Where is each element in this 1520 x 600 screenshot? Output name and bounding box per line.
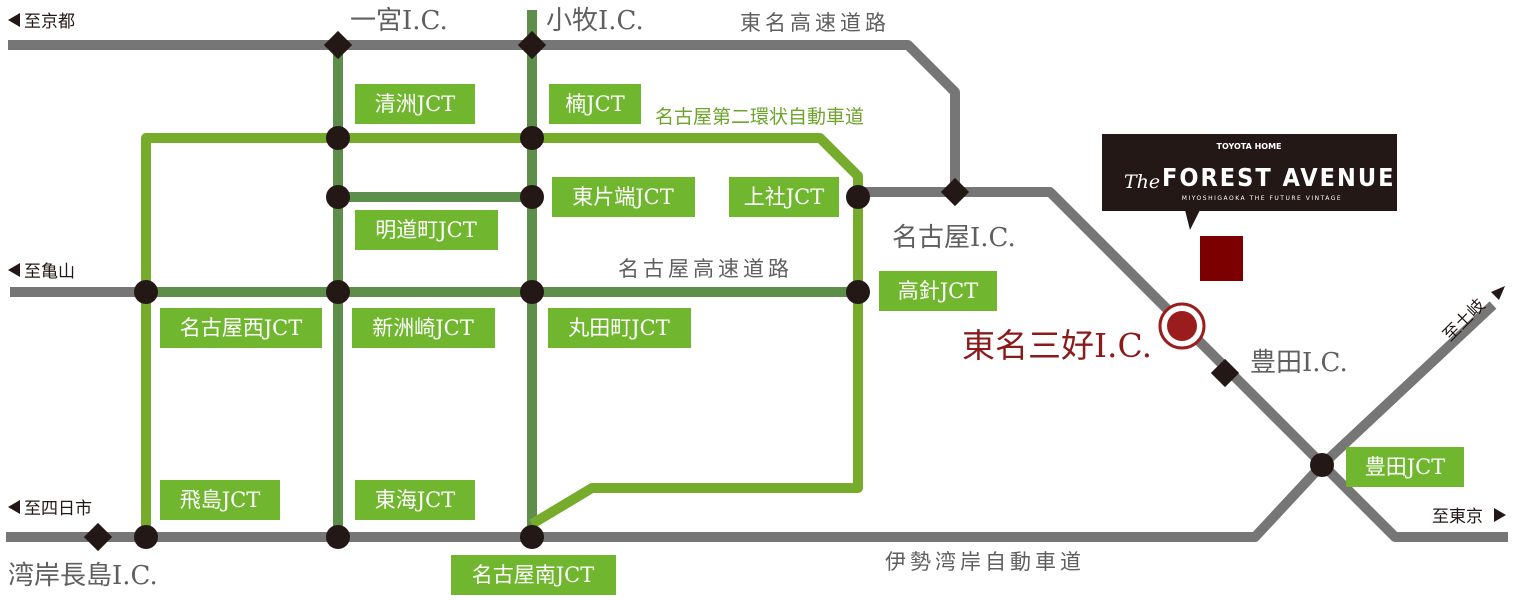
tobishima-jct-label: 飛島JCT: [180, 488, 261, 512]
kameyama-direction-arrow: [8, 263, 20, 277]
higashikatahata-jct-box: [552, 177, 695, 217]
kameyama-direction-label: 至亀山: [24, 262, 75, 282]
toki-direction-arrow: [1491, 286, 1505, 300]
toki-expressway-line: [1318, 301, 1497, 469]
isewangan-expressway-label: 伊勢湾岸自動車道: [885, 550, 1085, 574]
tomei-expressway-label: 東名高速道路: [740, 11, 890, 35]
nagoya-2nd-ring-line: [141, 133, 863, 537]
tomei-miyoshi-ic-dot: [1167, 311, 1197, 341]
yokkaichi-direction-arrow: [8, 500, 20, 514]
forest-avenue-logo: TOYOTA HOME The FOREST AVENUE MIYOSHIGAO…: [1102, 134, 1397, 230]
nagoya-nishi-jct-box: [160, 308, 322, 348]
wangan-nagashima-ic-marker: [83, 522, 113, 552]
nagoya-ic-label: 名古屋I.C.: [892, 223, 1016, 253]
toyota-jct-box: [1346, 447, 1464, 487]
meidocho-jct-box: [355, 210, 498, 250]
kusunoki-jct-box: [549, 84, 641, 124]
takabari-jct-dot: [846, 280, 870, 304]
tobishima-jct-box: [160, 480, 280, 520]
kyoto-direction-label: 至京都: [24, 12, 75, 32]
marutamachi-jct-dot: [520, 280, 544, 304]
kiyosu-jct-dot: [326, 126, 350, 150]
komaki-ic-marker: [517, 30, 547, 60]
toyota-ic-marker: [1210, 358, 1240, 388]
nagoya-minami-jct-label: 名古屋南JCT: [472, 563, 595, 587]
komaki-ic-label: 小牧I.C.: [546, 6, 644, 36]
nagoya-minami-jct-box: [451, 555, 616, 595]
nagoya-2nd-ring-label: 名古屋第二環状自動車道: [655, 106, 864, 128]
tomei-expressway-line: [8, 40, 1508, 542]
kamiyashiro-jct-box: [729, 177, 839, 217]
shinsuzaki-jct-label: 新洲崎JCT: [372, 316, 474, 340]
nagoya-ic-marker: [940, 177, 970, 207]
shinsuzaki-jct-dot: [326, 280, 350, 304]
kamiyashiro-jct-dot: [846, 185, 870, 209]
nagoya-nishi-jct-dot: [134, 280, 158, 304]
higashikatahata-jct-label: 東片端JCT: [572, 185, 674, 209]
logo-the: The: [1124, 171, 1160, 193]
isewangan-expressway-line: [6, 461, 1326, 542]
tokai-jct-label: 東海JCT: [375, 488, 456, 512]
logo-name: FOREST AVENUE: [1162, 163, 1395, 192]
tokyo-direction-label: 至東京: [1432, 507, 1483, 527]
kusunoki-jct-dot: [520, 126, 544, 150]
ichinomiya-ic-label: 一宮I.C.: [350, 6, 448, 36]
meidocho-jct-label: 明道町JCT: [375, 218, 477, 242]
meidocho-jct-dot: [326, 185, 350, 209]
site-location-marker: [1200, 236, 1243, 281]
tokyo-direction-arrow: [1494, 508, 1506, 522]
nagoya-nishi-jct-label: 名古屋西JCT: [180, 316, 303, 340]
toyota-jct-dot: [1310, 453, 1334, 477]
logo-tagline: MIYOSHIGAOKA THE FUTURE VINTAGE: [1182, 195, 1342, 202]
ichinomiya-ic-marker: [323, 30, 353, 60]
logo-brand-top: TOYOTA HOME: [1216, 142, 1281, 151]
tokai-jct-dot: [326, 525, 350, 549]
kusunoki-jct-label: 楠JCT: [565, 92, 625, 116]
shinsuzaki-jct-box: [352, 308, 495, 348]
kamiyashiro-jct-label: 上社JCT: [744, 185, 825, 209]
higashikatahata-jct-dot: [520, 185, 544, 209]
yokkaichi-direction-label: 至四日市: [24, 499, 92, 519]
kyoto-direction-arrow: [8, 13, 20, 27]
takabari-jct-label: 高針JCT: [898, 279, 979, 303]
toyota-ic-label: 豊田I.C.: [1250, 348, 1348, 378]
wangan-nagashima-ic-label: 湾岸長島I.C.: [8, 561, 158, 591]
tokai-jct-box: [355, 480, 475, 520]
nagoya-expressway-label: 名古屋高速道路: [618, 257, 793, 281]
toyota-jct-label: 豊田JCT: [1365, 455, 1446, 479]
tobishima-jct-dot: [134, 525, 158, 549]
marutamachi-jct-box: [548, 308, 691, 348]
nagoya-minami-jct-dot: [520, 525, 544, 549]
tomei-miyoshi-ic-label: 東名三好I.C.: [962, 326, 1152, 365]
takabari-jct-box: [879, 271, 997, 311]
kiyosu-jct-box: [355, 84, 475, 124]
kiyosu-jct-label: 清洲JCT: [375, 92, 456, 116]
marutamachi-jct-label: 丸田町JCT: [568, 316, 670, 340]
